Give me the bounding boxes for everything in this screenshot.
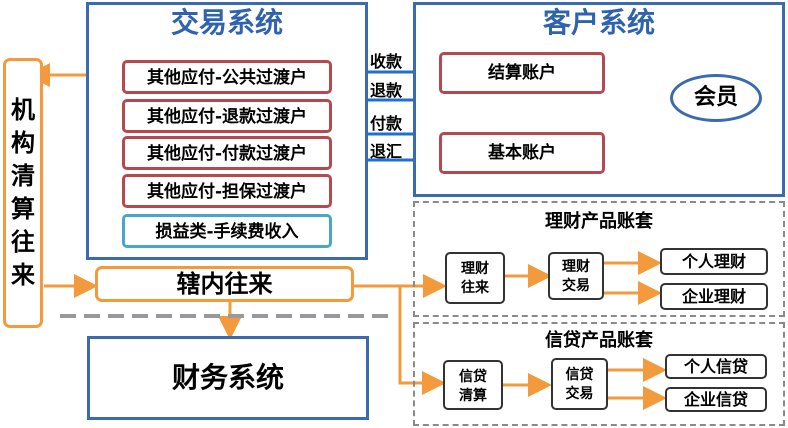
internal-transfer-label: 辖内往来 <box>176 270 273 298</box>
personal-wealth-box: 个人理财 <box>660 248 768 275</box>
trade-system-title: 交易系统 <box>170 6 283 39</box>
credit-trade-box: 信贷 交易 <box>551 358 608 410</box>
flow-label-pay: 付款 <box>370 114 403 133</box>
flow-label-refund: 退款 <box>370 81 403 100</box>
member-label: 会员 <box>693 85 738 110</box>
credit-suite-box: 信贷产品账套 <box>413 322 785 426</box>
enterprise-wealth-box: 企业理财 <box>660 283 768 310</box>
account-refund-transition: 其他应付-退款过渡户 <box>122 99 332 133</box>
institution-clearing-char: 往 <box>11 228 35 256</box>
finance-system-box: 财务系统 <box>87 336 369 420</box>
member-ellipse: 会员 <box>670 74 762 122</box>
institution-clearing-char: 来 <box>11 261 35 289</box>
institution-clearing-char: 机 <box>11 96 35 124</box>
wealth-transfer-box: 理财 往来 <box>445 252 505 304</box>
settlement-account: 结算账户 <box>439 52 605 94</box>
flow-label-collect: 收款 <box>370 52 403 71</box>
institution-clearing-char: 算 <box>11 195 35 223</box>
account-public-transition: 其他应付-公共过渡户 <box>122 60 332 94</box>
institution-clearing-char: 构 <box>11 129 35 157</box>
account-guarantee-transition: 其他应付-担保过渡户 <box>122 174 332 208</box>
account-fee-income: 损益类-手续费收入 <box>122 214 332 248</box>
internal-to-credit-arrow <box>398 286 446 395</box>
credit-suite-title: 信贷产品账套 <box>545 330 653 351</box>
institution-clearing-box: 机 构 清 算 往 来 <box>3 58 43 328</box>
wealth-suite-title: 理财产品账套 <box>545 211 653 232</box>
wealth-trade-box: 理财 交易 <box>548 252 604 300</box>
credit-clearing-box: 信贷 清算 <box>443 360 503 410</box>
account-payment-transition: 其他应付-付款过渡户 <box>122 136 332 170</box>
finance-system-title: 财务系统 <box>171 361 284 394</box>
internal-transfer-box: 辖内往来 <box>95 266 354 302</box>
customer-system-title: 客户系统 <box>542 6 655 39</box>
personal-credit-box: 个人信贷 <box>665 354 767 379</box>
wealth-suite-box: 理财产品账套 <box>413 201 785 317</box>
basic-account: 基本账户 <box>439 132 605 174</box>
enterprise-credit-box: 企业信贷 <box>665 387 767 412</box>
flow-label-remit-back: 退汇 <box>370 142 403 161</box>
institution-clearing-char: 清 <box>11 162 35 190</box>
